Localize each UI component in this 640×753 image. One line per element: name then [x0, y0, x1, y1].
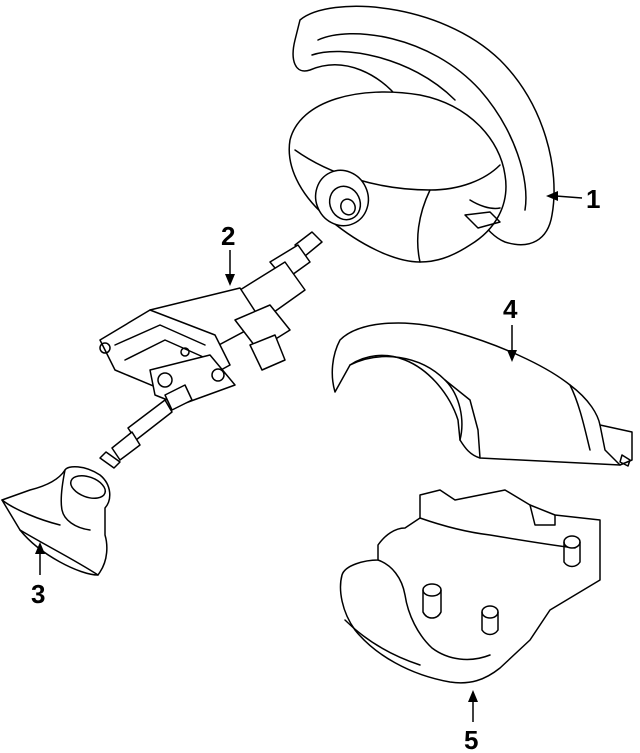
callout-3: 3: [31, 542, 45, 609]
callout-label-1: 1: [586, 184, 600, 214]
callout-5: 5: [464, 690, 478, 753]
callout-label-2: 2: [221, 221, 235, 251]
steering-column: [99, 231, 323, 469]
steering-wheel: [288, 5, 555, 263]
callout-4: 4: [503, 294, 518, 362]
lower-column-cover: [339, 489, 601, 684]
callout-label-4: 4: [503, 294, 518, 324]
callout-label-5: 5: [464, 725, 478, 753]
callout-2: 2: [221, 221, 235, 286]
upper-column-cover: [331, 322, 633, 467]
callout-label-3: 3: [31, 579, 45, 609]
callout-1: 1: [546, 184, 600, 214]
column-boot: [1, 465, 111, 576]
